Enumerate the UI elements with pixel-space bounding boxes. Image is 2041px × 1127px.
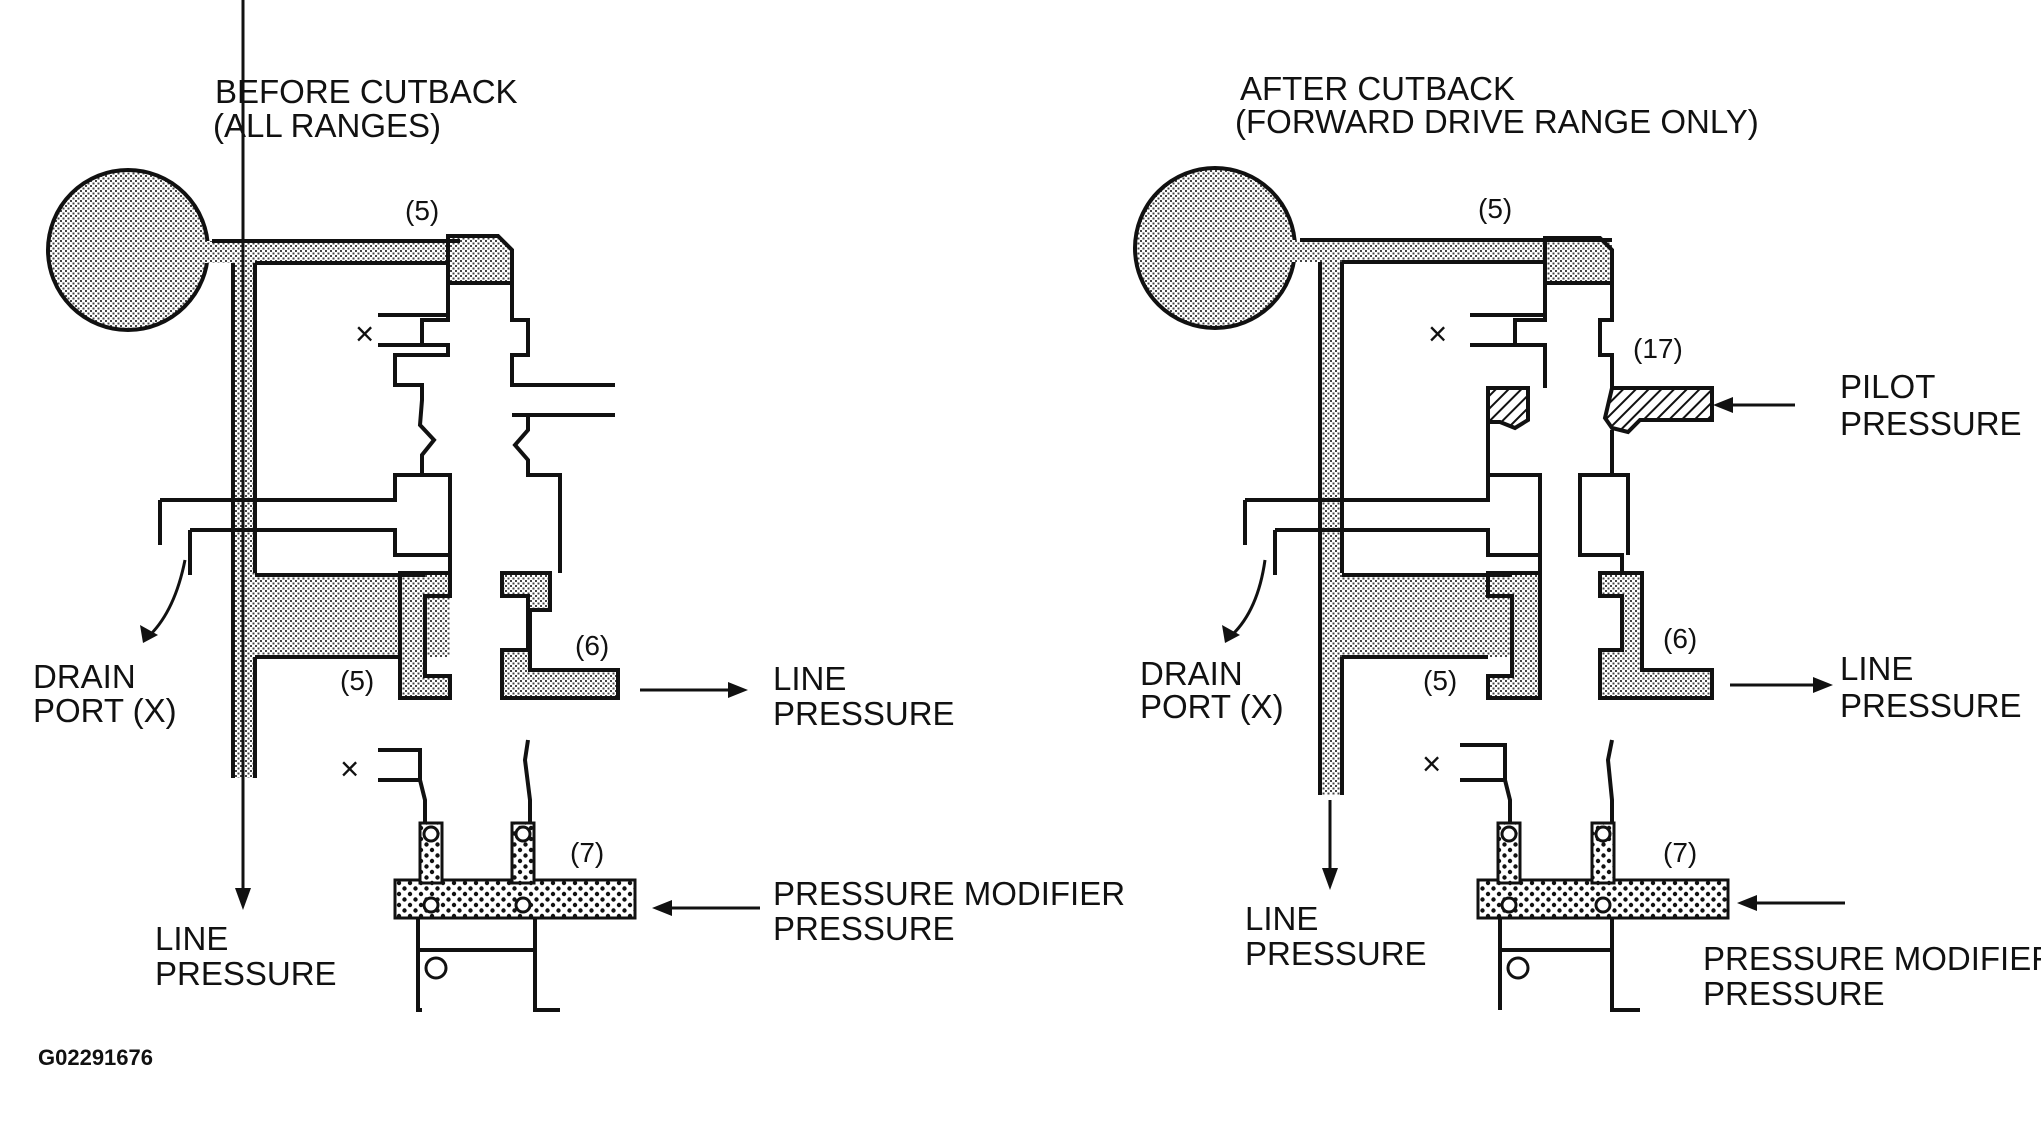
valve-land-5: [398, 571, 452, 700]
left-ref-5-mid: (5): [340, 665, 374, 696]
drain-arrow-right: [1230, 559, 1267, 637]
right-line-pressure-right-line2: PRESSURE: [1840, 687, 2022, 724]
pilot-arrowhead: [1713, 397, 1733, 413]
line-pressure-passage-top: [200, 241, 460, 263]
right-modifier-arrowhead: [1737, 895, 1757, 911]
right-pilot-line1: PILOT: [1840, 368, 1935, 405]
check-ball-e-right: [1506, 956, 1530, 980]
right-line-pressure-bottom-line1: LINE: [1245, 900, 1318, 937]
left-title-line2: (ALL RANGES): [213, 107, 441, 144]
right-modifier-line1: PRESSURE MODIFIER: [1703, 940, 2041, 977]
check-ball-b: [514, 825, 532, 843]
left-ref-6: (6): [575, 630, 609, 661]
check-ball-e: [424, 956, 448, 980]
left-line-pressure-bottom-line2: PRESSURE: [155, 955, 337, 992]
line-pressure-passage-vertical-right: [1320, 250, 1342, 795]
figure-code: G02291676: [38, 1045, 153, 1070]
exhaust-port-walls-right: [1460, 313, 1614, 823]
check-ball-a: [422, 825, 440, 843]
line-pressure-passage-top-right: [1287, 240, 1612, 262]
check-ball-c: [422, 896, 440, 914]
right-drain-line2: PORT (X): [1140, 688, 1284, 725]
right-panel: AFTER CUTBACK (FORWARD DRIVE RANGE ONLY)…: [1133, 70, 2041, 1012]
check-ball-c-right: [1500, 896, 1518, 914]
valve-body-walls-right-right: [1578, 283, 1630, 573]
check-ball-d-right: [1594, 896, 1612, 914]
pilot-passage-17: [1602, 386, 1714, 435]
left-title-line1: BEFORE CUTBACK: [215, 73, 518, 110]
drain-port-walls-right: [1243, 475, 1540, 575]
left-ref-5-top: (5): [405, 195, 439, 226]
right-line-pressure-bottom-line2: PRESSURE: [1245, 935, 1427, 972]
right-line-pressure-arrowhead: [1813, 677, 1833, 693]
valve-top-chamber: [446, 234, 514, 285]
valve-body-walls-right: [510, 283, 615, 573]
left-exhaust-x2: ×: [340, 750, 359, 787]
valve-body-walls-outer: [212, 239, 460, 778]
left-drain-line1: DRAIN: [33, 658, 136, 695]
left-exhaust-x1: ×: [355, 315, 374, 352]
valve-land-5-right: [1486, 571, 1542, 700]
right-ref-5-mid: (5): [1423, 665, 1457, 696]
line-pressure-outlet-6-right: [1598, 571, 1714, 700]
left-drain-line2: PORT (X): [33, 692, 177, 729]
check-ball-d: [514, 896, 532, 914]
drain-arrowhead: [140, 625, 158, 643]
pilot-land-left: [1486, 386, 1530, 431]
drain-arrowhead-right: [1222, 625, 1240, 643]
right-ref-5-top: (5): [1478, 193, 1512, 224]
right-ref-7: (7): [1663, 837, 1697, 868]
check-ball-b-right: [1594, 825, 1612, 843]
valve-body-walls-outer-right: [1300, 238, 1612, 795]
left-line-pressure-right-line2: PRESSURE: [773, 695, 955, 732]
left-ref-7: (7): [570, 837, 604, 868]
right-ref-6: (6): [1663, 623, 1697, 654]
valve-base-walls-right: [1498, 918, 1640, 1012]
left-bottom-arrowhead: [235, 888, 251, 910]
exhaust-port-walls: [378, 313, 532, 823]
left-line-pressure-arrowhead: [728, 682, 748, 698]
right-ref-17: (17): [1633, 333, 1683, 364]
right-pilot-line2: PRESSURE: [1840, 405, 2022, 442]
drain-arrow: [148, 559, 187, 637]
right-title-line2: (FORWARD DRIVE RANGE ONLY): [1235, 103, 1759, 140]
right-line-pressure-right-line1: LINE: [1840, 650, 1913, 687]
line-pressure-outlet-6: [500, 571, 620, 700]
drain-port-walls: [158, 473, 450, 575]
right-exhaust-x1: ×: [1428, 315, 1447, 352]
right-title-line1: AFTER CUTBACK: [1240, 70, 1515, 107]
valve-base-walls: [416, 918, 560, 1012]
right-exhaust-x2: ×: [1422, 745, 1441, 782]
left-modifier-arrowhead: [652, 900, 672, 916]
right-bottom-arrowhead: [1322, 868, 1338, 890]
left-modifier-line2: PRESSURE: [773, 910, 955, 947]
left-line-pressure-right-line1: LINE: [773, 660, 846, 697]
left-modifier-line1: PRESSURE MODIFIER: [773, 875, 1125, 912]
right-modifier-line2: PRESSURE: [1703, 975, 1885, 1012]
left-line-pressure-bottom-line1: LINE: [155, 920, 228, 957]
check-ball-a-right: [1500, 825, 1518, 843]
right-drain-line1: DRAIN: [1140, 655, 1243, 692]
left-panel: BEFORE CUTBACK (ALL RANGES) × × (5) (5) …: [33, 0, 1125, 1012]
accumulator-chamber: [46, 168, 210, 332]
valve-top-chamber-right: [1543, 236, 1614, 285]
valve-body-walls-left: [393, 283, 452, 573]
accumulator-chamber-right: [1133, 166, 1297, 330]
